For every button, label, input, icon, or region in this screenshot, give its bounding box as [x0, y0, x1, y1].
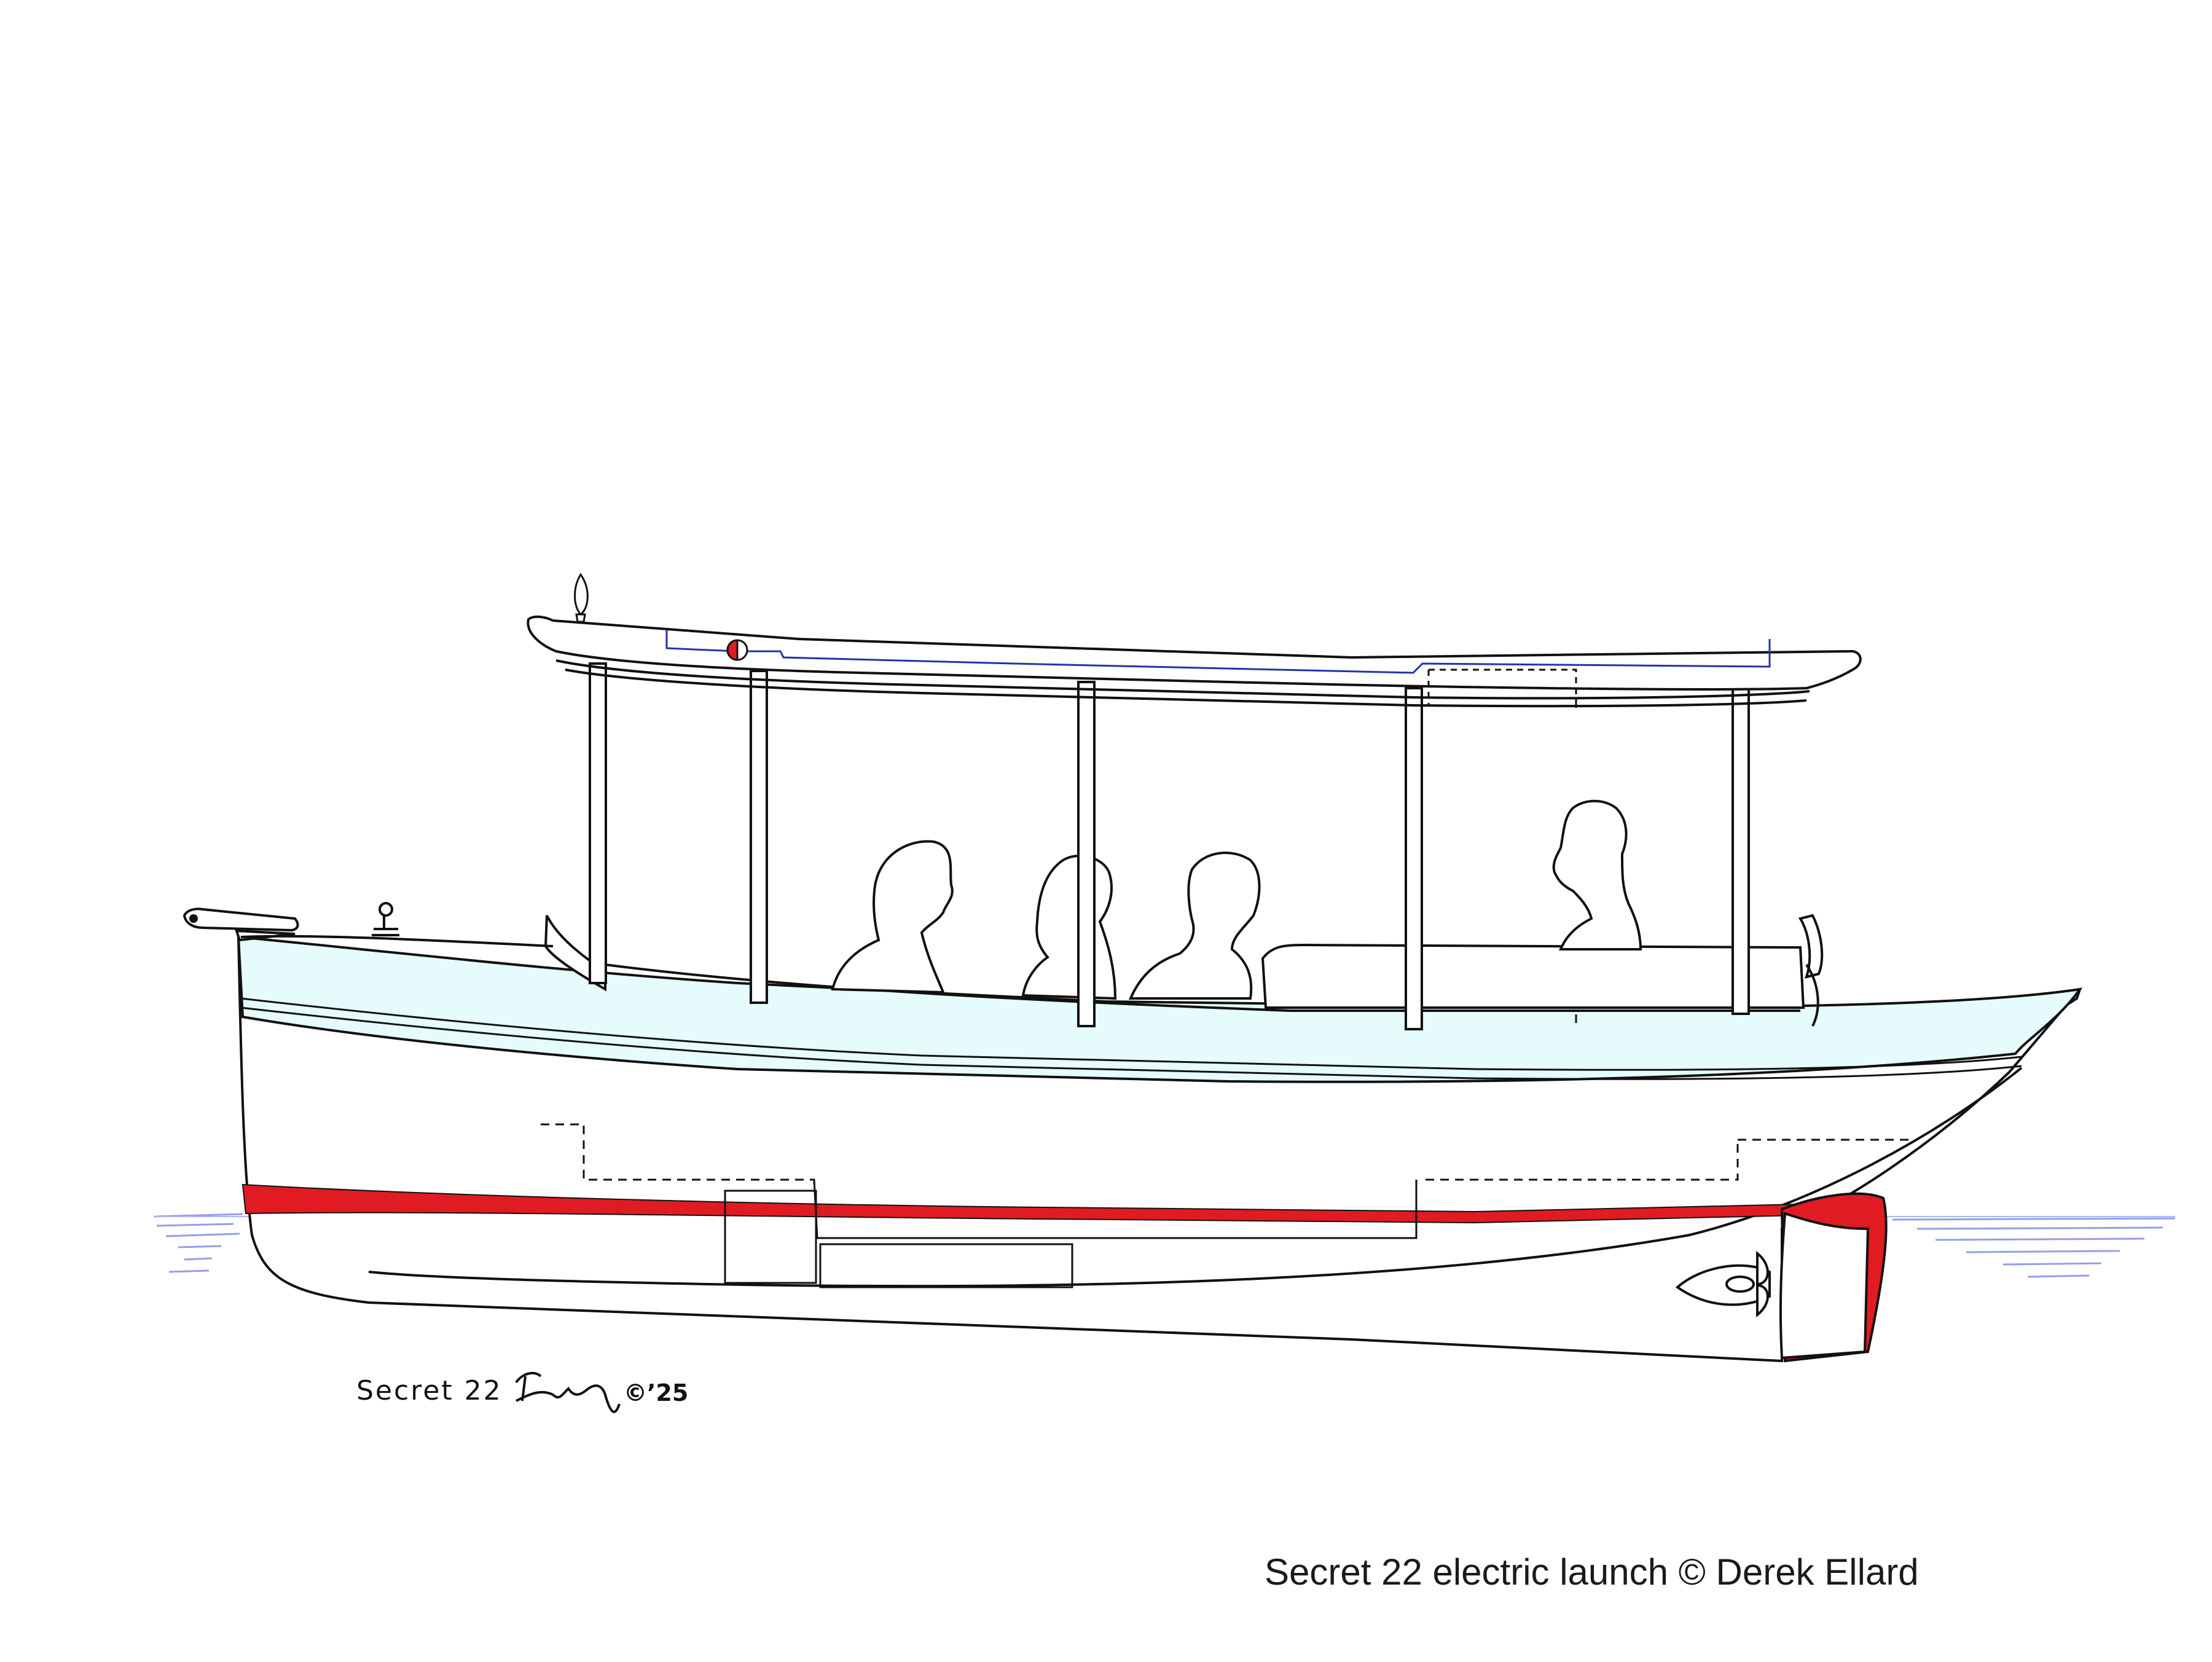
cockpit-edge	[605, 963, 1800, 1012]
stanchion-4	[1405, 687, 1423, 1030]
red-white-lamp-icon	[726, 639, 748, 661]
battery-boxes	[724, 1179, 1418, 1288]
propeller-shaft-housing	[1675, 1264, 1771, 1306]
passengers	[831, 799, 1642, 1000]
sheer-strake	[237, 935, 2083, 1083]
bowsprit	[182, 907, 299, 932]
rub-rail	[240, 997, 2022, 1071]
canopy-wiring	[665, 630, 1771, 674]
canopy-dashed-box	[1427, 668, 1577, 707]
copyright-year: ©’25	[624, 1379, 689, 1406]
battery-box-2	[819, 1243, 1073, 1288]
passenger-3	[1128, 852, 1261, 1000]
stanchion-3	[1077, 681, 1096, 1027]
canopy-eave-2	[565, 668, 1807, 708]
bow-fittings	[182, 902, 554, 947]
stanchion-5	[1732, 681, 1750, 1015]
hull	[237, 935, 2083, 1363]
stanchion-2	[750, 670, 768, 1004]
stanchion-1	[589, 662, 607, 984]
fore-deck	[240, 935, 554, 947]
rudder-assembly	[1675, 1192, 1888, 1363]
canopy	[527, 615, 1862, 708]
battery-box-1	[724, 1190, 817, 1284]
forefoot	[368, 1067, 2023, 1288]
cockpit-edge-2	[1805, 963, 1819, 1027]
caption: Secret 22 electric launch © Derek Ellard	[1265, 1551, 1919, 1593]
passenger-2	[1021, 854, 1117, 1000]
fwd-coaming	[1798, 914, 1824, 979]
stanchions	[589, 662, 1750, 1030]
cockpit	[544, 914, 1824, 1027]
skeg	[1779, 1212, 1870, 1360]
rub-rail-lower	[240, 1006, 2022, 1080]
passenger-4	[1552, 799, 1642, 951]
propeller-icon	[1725, 1250, 1769, 1318]
masthead-lamp-icon	[574, 573, 589, 623]
canopy-eave	[555, 659, 1810, 700]
drawing-title: Secret 22	[356, 1375, 503, 1406]
signature-scribble	[515, 1371, 621, 1413]
canopy-roof	[527, 615, 1862, 691]
passenger-1	[831, 840, 954, 994]
cleat-icon	[372, 902, 399, 936]
seat-back	[1261, 943, 1805, 1009]
